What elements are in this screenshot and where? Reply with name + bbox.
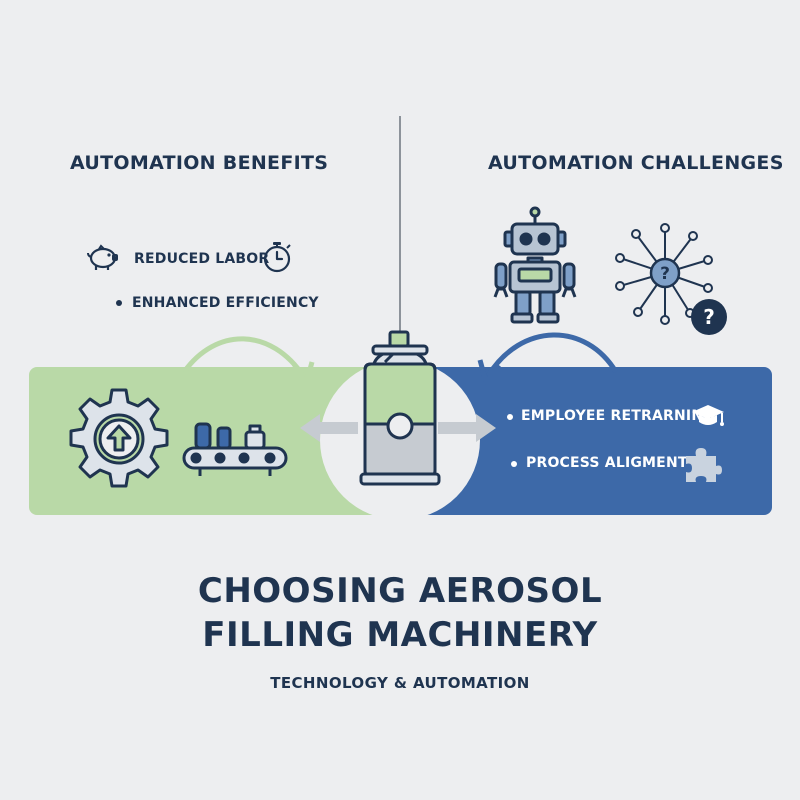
arrow-right xyxy=(438,414,496,442)
section-divider xyxy=(399,116,401,366)
benefit-item-reduced-labor: REDUCED LABOR xyxy=(134,251,270,267)
challenge-item-employee-retraining: EMPLOYEE RETRARNING xyxy=(521,408,715,424)
curved-arrow-right xyxy=(477,332,619,385)
svg-text:?: ? xyxy=(660,264,670,284)
aerosol-can-icon xyxy=(359,330,441,486)
bullet-dot xyxy=(116,300,122,306)
challenges-heading: AUTOMATION CHALLENGES xyxy=(488,152,784,174)
title-line-1: CHOOSING AEROSOL xyxy=(197,571,603,611)
puzzle-icon xyxy=(686,448,722,482)
title-line-2: FILLING MACHINERY xyxy=(202,615,598,655)
curved-arrow-left xyxy=(181,336,315,387)
arrow-left xyxy=(300,414,358,442)
graduation-cap-icon xyxy=(692,405,724,426)
benefit-item-enhanced-efficiency: ENHANCED EFFICIENCY xyxy=(132,295,319,311)
subtitle: TECHNOLOGY & AUTOMATION xyxy=(270,674,530,692)
question-badge-icon: ? xyxy=(691,299,727,335)
conveyor-icon xyxy=(182,422,288,476)
stopwatch-icon xyxy=(263,242,291,273)
robot-icon xyxy=(493,206,577,324)
bullet-dot xyxy=(507,414,513,420)
bullet-dot xyxy=(511,461,517,467)
piggy-bank-icon xyxy=(87,244,118,270)
benefits-heading: AUTOMATION BENEFITS xyxy=(70,152,329,174)
svg-text:?: ? xyxy=(703,305,715,329)
gear-upload-icon xyxy=(69,388,169,488)
network-question-icon: ? xyxy=(615,223,713,325)
challenge-item-process-alignment: PROCESS ALIGMENT xyxy=(526,455,688,471)
